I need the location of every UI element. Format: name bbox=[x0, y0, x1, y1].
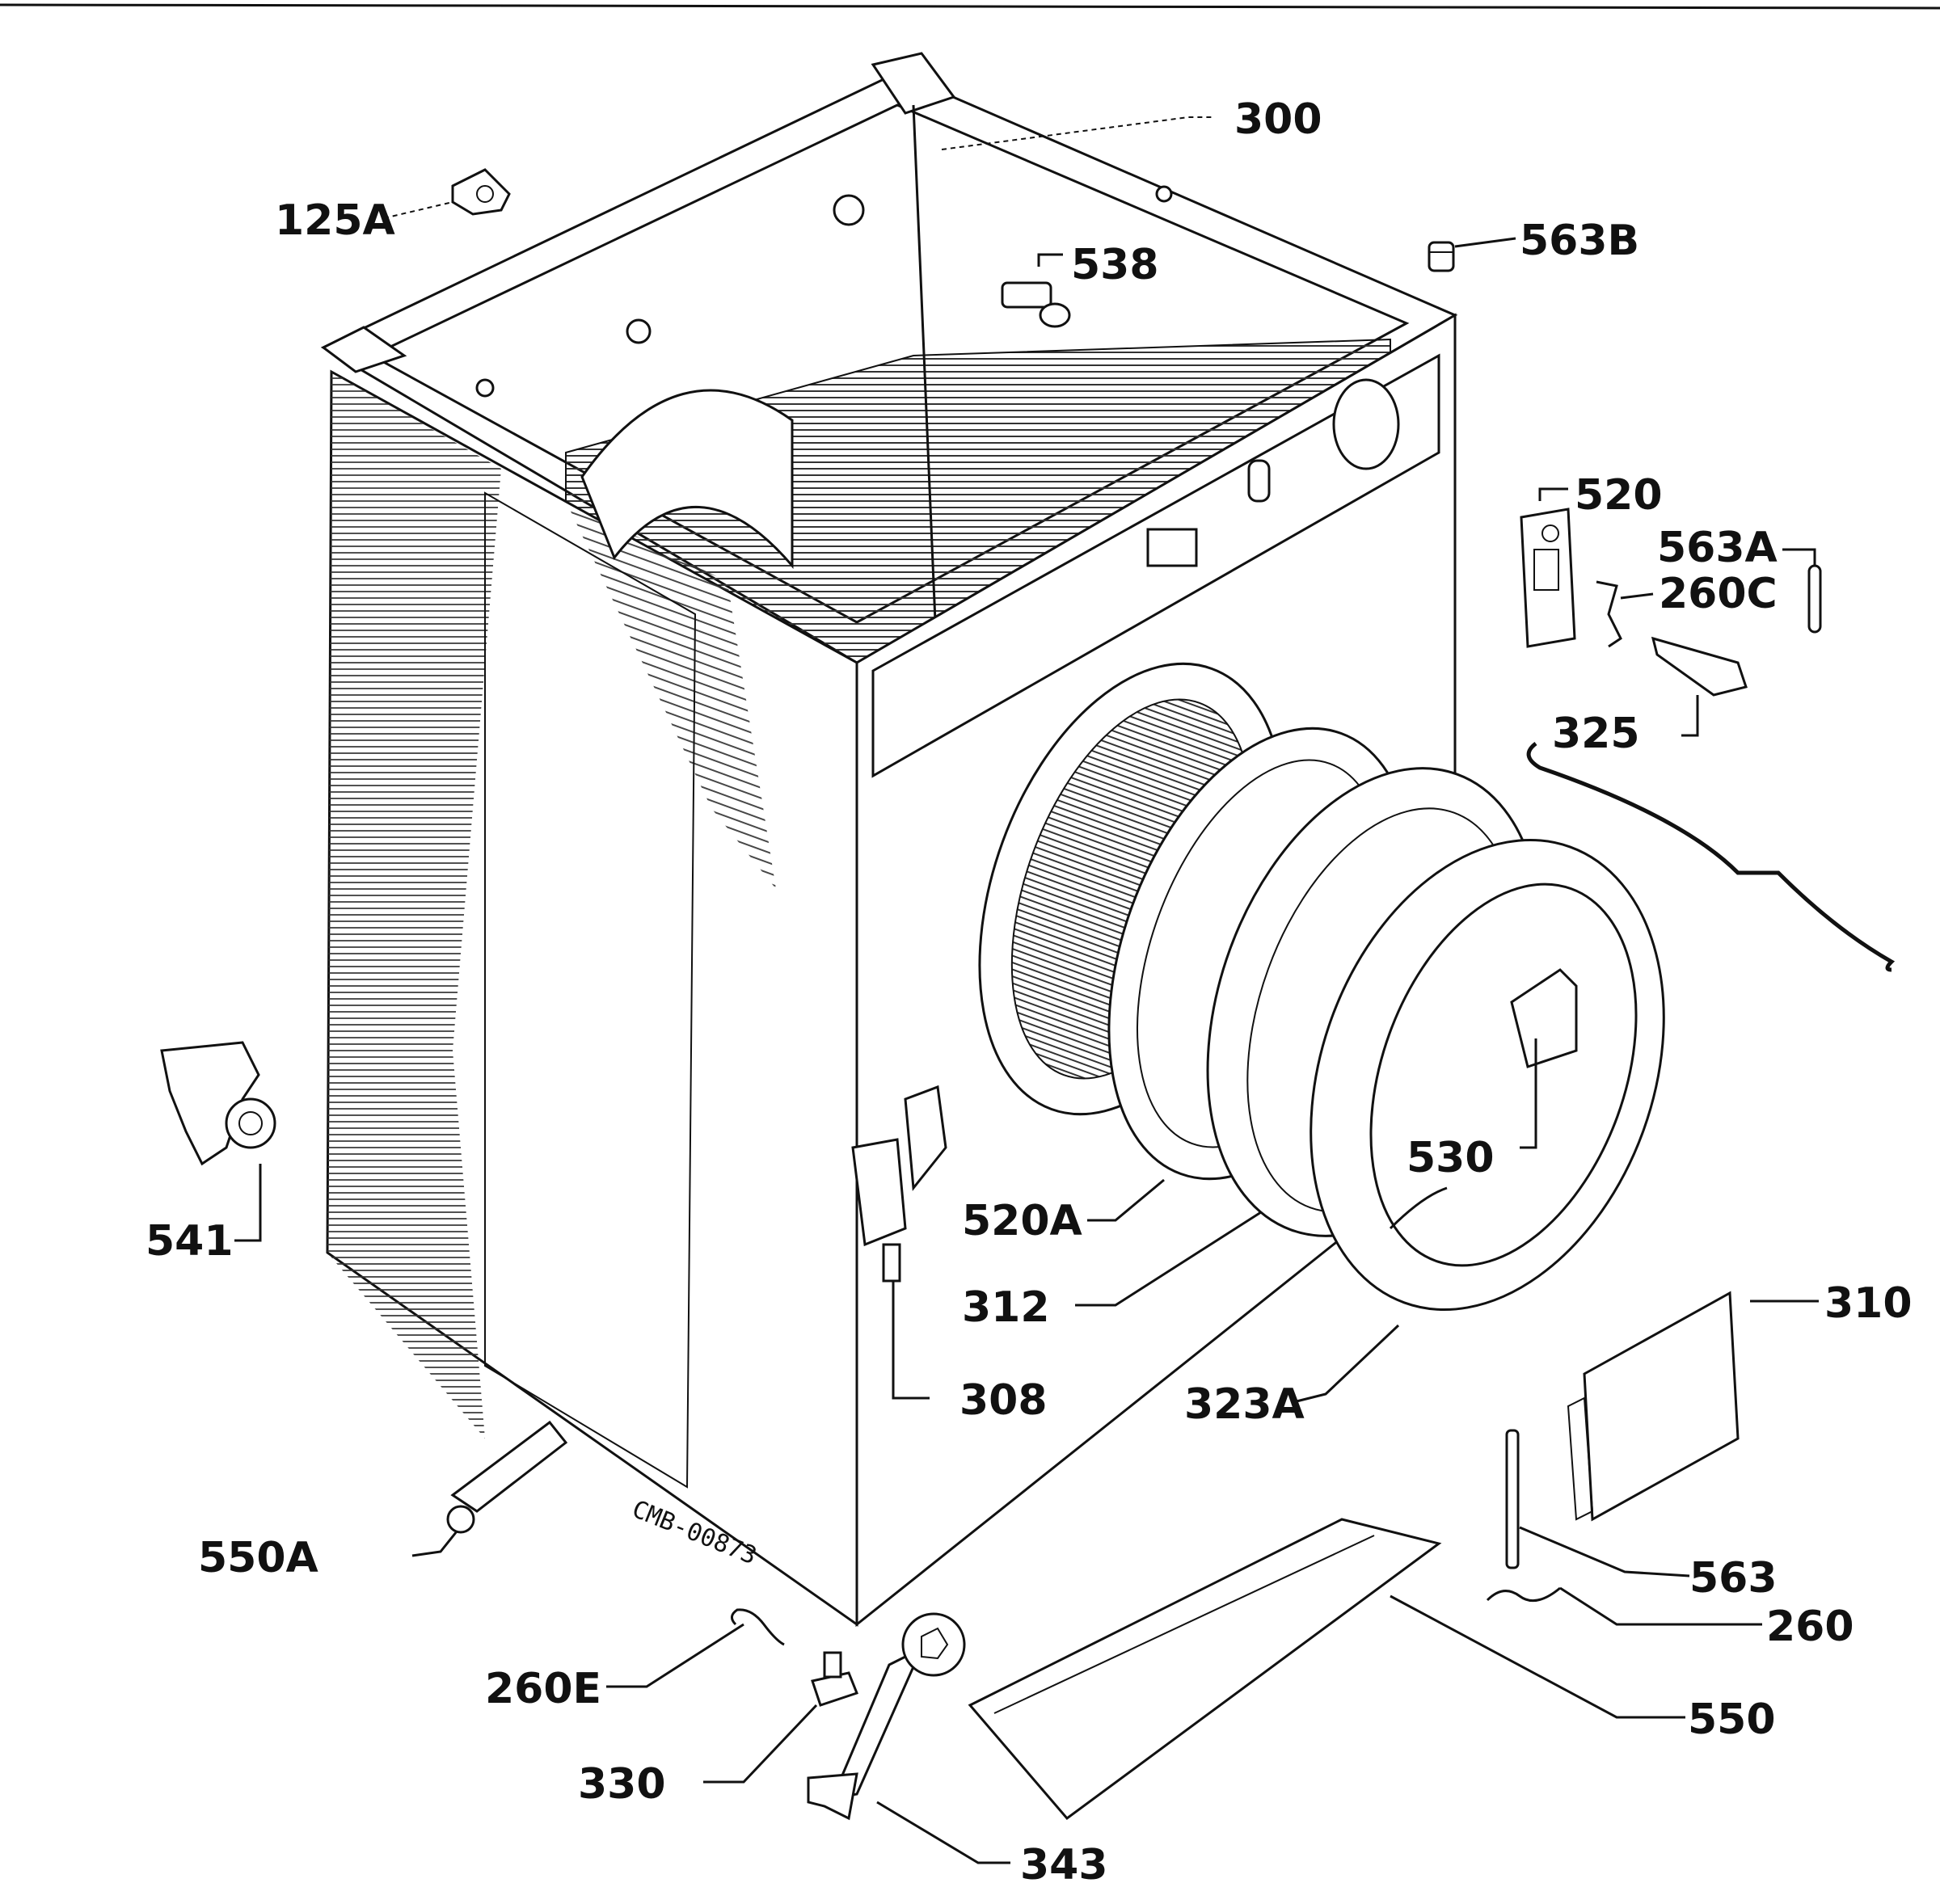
leader-300 bbox=[941, 116, 1212, 150]
part-563b-cap bbox=[1428, 241, 1455, 272]
group-brace bbox=[1526, 742, 1896, 972]
top-flange-back bbox=[871, 52, 956, 115]
label-550: 550 bbox=[1688, 1695, 1776, 1744]
mount-hole-1 bbox=[475, 378, 495, 398]
part-538-plug bbox=[1001, 281, 1071, 328]
page-top-rule bbox=[0, 3, 1940, 10]
inner-corner-post bbox=[912, 104, 939, 680]
part-260-spring bbox=[1486, 1586, 1561, 1603]
leader-260 bbox=[1559, 1586, 1762, 1626]
leader-563a bbox=[1782, 548, 1816, 566]
mount-hole-3 bbox=[1155, 185, 1173, 203]
mount-hole-4 bbox=[833, 194, 865, 226]
leader-538 bbox=[1037, 253, 1063, 267]
part-550-plinth bbox=[968, 1518, 1442, 1821]
detergent-opening bbox=[1332, 378, 1400, 470]
indicator-slot bbox=[1247, 459, 1271, 503]
leader-lines bbox=[234, 116, 1819, 1864]
leader-312 bbox=[1075, 1211, 1262, 1307]
label-550a: 550A bbox=[198, 1534, 318, 1582]
cabinet-frame bbox=[320, 52, 1458, 1628]
leader-520 bbox=[1538, 487, 1568, 501]
label-260c: 260C bbox=[1659, 570, 1778, 618]
leader-530-handle bbox=[1520, 1038, 1537, 1149]
part-550a-bracket bbox=[446, 1420, 568, 1534]
left-side-shading-a bbox=[327, 372, 501, 1439]
label-260: 260 bbox=[1766, 1603, 1854, 1651]
label-308: 308 bbox=[959, 1376, 1048, 1425]
label-312: 312 bbox=[962, 1283, 1050, 1332]
label-323a: 323A bbox=[1184, 1380, 1305, 1429]
part-563-rod bbox=[1505, 1429, 1520, 1569]
label-520a: 520A bbox=[962, 1197, 1082, 1245]
label-325: 325 bbox=[1552, 710, 1640, 758]
leader-563 bbox=[1519, 1526, 1690, 1578]
leader-541 bbox=[234, 1164, 262, 1242]
leader-125a bbox=[383, 201, 453, 219]
part-330-adjustable-foot bbox=[811, 1651, 858, 1707]
label-563b: 563B bbox=[1520, 217, 1639, 265]
label-563: 563 bbox=[1689, 1554, 1778, 1603]
leader-520a bbox=[1087, 1178, 1165, 1222]
label-541: 541 bbox=[146, 1217, 234, 1266]
part-563a-pin bbox=[1807, 564, 1822, 634]
leader-260c bbox=[1620, 592, 1654, 600]
leader-325 bbox=[1681, 695, 1699, 737]
leader-550 bbox=[1390, 1594, 1685, 1719]
leader-330 bbox=[703, 1704, 818, 1784]
label-563a: 563A bbox=[1657, 524, 1778, 572]
leader-308 bbox=[892, 1281, 930, 1400]
left-side-recess bbox=[484, 491, 697, 1489]
label-520: 520 bbox=[1575, 471, 1663, 520]
leader-343 bbox=[876, 1801, 1010, 1864]
top-flange-left bbox=[321, 326, 407, 373]
part-260c-spring bbox=[1596, 580, 1622, 648]
part-125a-clip bbox=[451, 168, 511, 216]
part-308-hinge bbox=[851, 1085, 947, 1283]
left-side-shading-b bbox=[566, 501, 776, 889]
part-343-spanner bbox=[807, 1612, 966, 1821]
label-343: 343 bbox=[1020, 1841, 1108, 1889]
leader-260e bbox=[606, 1623, 744, 1688]
leader-563b bbox=[1454, 237, 1516, 248]
label-538: 538 bbox=[1071, 241, 1159, 289]
part-520-door-lock bbox=[1520, 508, 1576, 648]
door-handle-530 bbox=[1510, 968, 1578, 1068]
part-310-filter-cover bbox=[1567, 1291, 1740, 1522]
program-switch-hole bbox=[1146, 528, 1198, 567]
outer-door-ring bbox=[1310, 839, 1665, 1311]
label-125a: 125A bbox=[275, 196, 395, 245]
part-541-pump bbox=[160, 1041, 276, 1166]
leader-530 bbox=[1389, 1186, 1448, 1230]
plinth-fold-line bbox=[993, 1535, 1375, 1714]
leader-550a bbox=[411, 1531, 458, 1557]
door-assembly bbox=[978, 662, 1665, 1311]
outer-door-ring-inner bbox=[1369, 882, 1638, 1267]
label-330: 330 bbox=[578, 1760, 666, 1809]
part-325-lever bbox=[1651, 636, 1748, 697]
label-260e: 260E bbox=[485, 1665, 601, 1713]
mount-hole-2 bbox=[626, 318, 652, 344]
label-310: 310 bbox=[1824, 1279, 1913, 1328]
rear-support-arch bbox=[580, 389, 794, 570]
label-530: 530 bbox=[1406, 1134, 1495, 1182]
part-260e-clip bbox=[731, 1608, 785, 1646]
leader-323a bbox=[1293, 1324, 1400, 1404]
label-300: 300 bbox=[1234, 95, 1322, 144]
